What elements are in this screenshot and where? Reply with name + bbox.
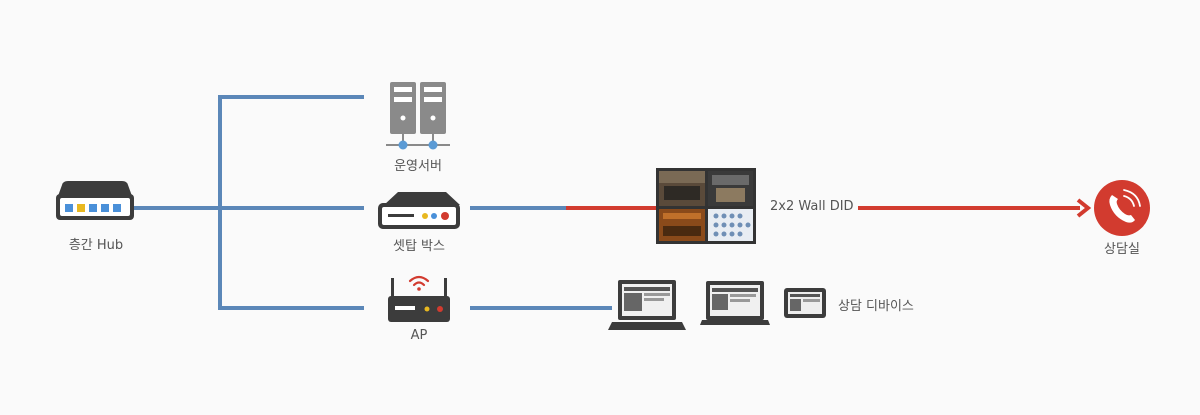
settop-box-icon xyxy=(378,192,460,229)
phone-icon xyxy=(1094,180,1150,236)
wifi-router-icon xyxy=(388,275,450,322)
connectors xyxy=(134,95,1092,310)
monitor-icon xyxy=(700,281,770,325)
ap-label: AP xyxy=(410,328,428,343)
hub-label: 층간 Hub xyxy=(68,238,124,253)
settop-label: 셋탑 박스 xyxy=(393,239,445,254)
video-wall-icon xyxy=(656,168,756,244)
hub-icon xyxy=(56,181,134,220)
tablet-icon xyxy=(784,288,826,318)
consult-room-label: 상담실 xyxy=(1104,242,1140,257)
server-label: 운영서버 xyxy=(394,159,442,174)
laptop-icon xyxy=(608,280,686,330)
server-icon xyxy=(386,82,450,150)
video-wall-label: 2x2 Wall DID xyxy=(770,199,854,214)
consult-devices-label: 상담 디바이스 xyxy=(838,299,914,314)
arrow-head-icon xyxy=(1076,198,1092,218)
